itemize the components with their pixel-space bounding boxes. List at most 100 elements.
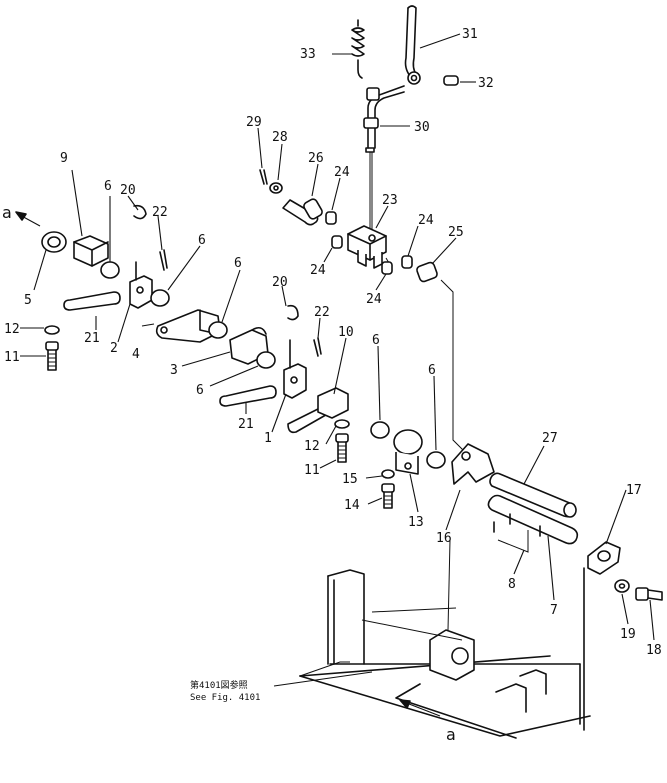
cotter-29 xyxy=(259,169,268,185)
pin-21b xyxy=(219,385,277,407)
washer-15 xyxy=(381,469,395,479)
bushing-6e xyxy=(370,421,390,439)
leader-lines xyxy=(20,33,655,687)
callout-4: 4 xyxy=(132,347,140,362)
callout-22b: 22 xyxy=(314,305,330,320)
callout-numbers: 33 31 32 30 29 28 26 24 23 24 25 24 24 9… xyxy=(4,27,662,658)
bracket-13 xyxy=(393,429,423,475)
callout-31: 31 xyxy=(462,27,478,42)
callout-25: 25 xyxy=(448,225,464,240)
callout-20a: 20 xyxy=(120,183,136,198)
callout-5: 5 xyxy=(24,293,32,308)
pin-21a xyxy=(63,291,121,311)
bushing-24a xyxy=(325,211,337,225)
view-arrow-top: a xyxy=(2,203,41,227)
bushing-24c xyxy=(381,261,393,275)
view-marker-top: a xyxy=(2,203,12,222)
callout-15: 15 xyxy=(342,472,358,487)
pin-22b xyxy=(313,337,322,357)
callout-18: 18 xyxy=(646,643,662,658)
clip-20a xyxy=(133,204,147,220)
callout-24d: 24 xyxy=(366,292,382,307)
bolt-18 xyxy=(635,587,663,601)
callout-13: 13 xyxy=(408,515,424,530)
lever-31 xyxy=(404,5,421,85)
block-9 xyxy=(73,235,109,267)
callout-2: 2 xyxy=(110,341,118,356)
bolt-11a xyxy=(45,341,59,371)
bracket-16 xyxy=(451,443,495,485)
callout-19: 19 xyxy=(620,627,636,642)
pin-26 xyxy=(282,198,323,226)
bushing-6b xyxy=(150,289,170,307)
bushing-24b xyxy=(331,235,343,249)
collar-25 xyxy=(416,261,438,283)
bushing-5 xyxy=(41,231,67,253)
bracket-23 xyxy=(347,225,387,269)
callout-12a: 12 xyxy=(4,322,20,337)
pin-27 xyxy=(489,472,577,518)
callout-28: 28 xyxy=(272,130,288,145)
spring-33 xyxy=(351,19,365,79)
callout-11b: 11 xyxy=(304,463,320,478)
bolt-14 xyxy=(381,483,395,509)
reference-note-jp: 第4101図参照 xyxy=(190,679,248,691)
view-arrow-bottom: a xyxy=(399,699,456,744)
pin-8 xyxy=(493,513,541,553)
callout-16: 16 xyxy=(436,531,452,546)
callout-30: 30 xyxy=(414,120,430,135)
bearing-17 xyxy=(587,541,621,575)
washer-12a xyxy=(44,325,60,335)
callout-14: 14 xyxy=(344,498,360,513)
callout-6c: 6 xyxy=(234,256,242,271)
callout-12b: 12 xyxy=(304,439,320,454)
callout-26: 26 xyxy=(308,151,324,166)
bushing-24d xyxy=(401,255,413,269)
washer-12b xyxy=(334,419,350,429)
callout-7: 7 xyxy=(550,603,558,618)
pin-22a xyxy=(159,249,168,271)
callout-33: 33 xyxy=(300,47,316,62)
bushing-6c xyxy=(208,321,228,339)
callout-24a: 24 xyxy=(334,165,350,180)
rod-30 xyxy=(363,85,405,153)
bolt-11b xyxy=(335,433,349,463)
callout-32: 32 xyxy=(478,76,494,91)
callout-23: 23 xyxy=(382,193,398,208)
callout-8: 8 xyxy=(508,577,516,592)
bushing-6a xyxy=(100,261,120,279)
callout-6f: 6 xyxy=(428,363,436,378)
pin-32 xyxy=(443,75,459,86)
callout-21b: 21 xyxy=(238,417,254,432)
view-marker-bottom: a xyxy=(446,725,456,744)
callout-6d: 6 xyxy=(196,383,204,398)
callout-24b: 24 xyxy=(418,213,434,228)
shaft-7 xyxy=(487,494,579,545)
callout-20b: 20 xyxy=(272,275,288,290)
base-frame xyxy=(299,539,591,739)
lever-2 xyxy=(129,261,153,309)
lever-10 xyxy=(287,387,349,434)
washer-19 xyxy=(614,579,630,593)
callout-3: 3 xyxy=(170,363,178,378)
callout-11a: 11 xyxy=(4,350,20,365)
callout-9: 9 xyxy=(60,151,68,166)
callout-6b: 6 xyxy=(198,233,206,248)
callout-10: 10 xyxy=(338,325,354,340)
callout-24c: 24 xyxy=(310,263,326,278)
callout-21a: 21 xyxy=(84,331,100,346)
callout-1: 1 xyxy=(264,431,272,446)
washer-28 xyxy=(269,182,283,194)
callout-27: 27 xyxy=(542,431,558,446)
callout-6e: 6 xyxy=(372,333,380,348)
callout-29: 29 xyxy=(246,115,262,130)
callout-17: 17 xyxy=(626,483,642,498)
bushing-6d xyxy=(256,351,276,369)
bushing-6f xyxy=(426,451,446,469)
callout-6a: 6 xyxy=(104,179,112,194)
clip-20b xyxy=(287,304,299,321)
lever-1 xyxy=(283,339,307,399)
callout-22a: 22 xyxy=(152,205,168,220)
